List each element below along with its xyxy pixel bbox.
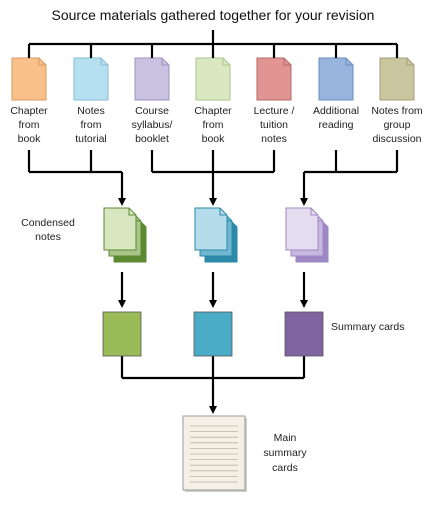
page-fold-icon <box>283 58 291 66</box>
document-icon <box>379 57 415 101</box>
summary-card-2 <box>193 311 233 357</box>
condensed-notes-stack-1 <box>103 207 147 263</box>
source-label-line: booklet <box>135 133 169 145</box>
page-fold-icon <box>128 208 136 216</box>
document-icon <box>256 57 292 101</box>
document-icon <box>318 57 354 101</box>
source-label-line: syllabus/ <box>132 119 173 131</box>
source-label-line: reading <box>318 119 353 131</box>
source-item-1: Chapter from book <box>10 57 48 145</box>
condensed-label-line1: Condensed <box>21 217 75 229</box>
page-fold-icon <box>406 58 414 66</box>
page-fold-icon <box>161 58 169 66</box>
page-fold-icon <box>310 208 318 216</box>
page-fold-icon <box>222 58 230 66</box>
summary-cards-group <box>102 311 324 357</box>
main-label-line1: Main <box>274 432 297 444</box>
source-label-line: from <box>81 119 102 131</box>
page-fold-icon <box>100 58 108 66</box>
document-icon <box>11 57 47 101</box>
source-label-line: Chapter <box>10 105 48 117</box>
front-page <box>103 207 137 251</box>
document-icon <box>134 57 170 101</box>
source-label-line: Notes <box>77 105 104 117</box>
source-item-4: Chapter from book <box>194 57 232 145</box>
condensed-notes-stack-2 <box>194 207 238 263</box>
condensed-notes-group <box>103 207 329 263</box>
main-summary-card <box>182 415 247 492</box>
source-label-line: Course <box>135 105 169 117</box>
diagram-title: Source materials gathered together for y… <box>52 7 375 23</box>
source-label-line: tuition <box>260 119 288 131</box>
summary-cards-label: Summary cards <box>331 321 405 333</box>
source-label-line: from <box>203 119 224 131</box>
source-item-5: Lecture / tuition notes <box>254 57 295 145</box>
page-fold-icon <box>345 58 353 66</box>
source-label-line: notes <box>261 133 287 145</box>
source-item-2: Notes from tutorial <box>73 57 109 145</box>
source-label-line: Notes from <box>371 105 423 117</box>
main-label-line3: cards <box>272 462 298 474</box>
source-label-line: Additional <box>313 105 359 117</box>
front-page <box>285 207 319 251</box>
source-label-line: book <box>18 133 42 145</box>
page-fold-icon <box>219 208 227 216</box>
source-materials: Chapter from book Notes from tutorial Course sy… <box>10 57 423 145</box>
summary-card-1 <box>102 311 142 357</box>
source-item-3: Course syllabus/booklet <box>132 57 173 145</box>
main-label-line2: summary <box>263 447 307 459</box>
source-item-6: Additional reading <box>313 57 359 131</box>
document-icon <box>195 57 231 101</box>
condensed-notes-stack-3 <box>285 207 329 263</box>
source-item-7: Notes from group discussion <box>371 57 423 145</box>
source-label-line: book <box>202 133 226 145</box>
lined-card <box>182 415 246 491</box>
source-label-line: from <box>19 119 40 131</box>
condensed-label-line2: notes <box>35 231 61 243</box>
front-page <box>194 207 228 251</box>
document-icon <box>73 57 109 101</box>
summary-card-3 <box>284 311 324 357</box>
source-label-line: Chapter <box>194 105 232 117</box>
connector-lines <box>27 30 399 414</box>
source-label-line: group <box>384 119 411 131</box>
source-label-line: Lecture / <box>254 105 295 117</box>
source-label-line: discussion <box>372 133 421 145</box>
page-fold-icon <box>38 58 46 66</box>
source-label-line: tutorial <box>75 133 107 145</box>
